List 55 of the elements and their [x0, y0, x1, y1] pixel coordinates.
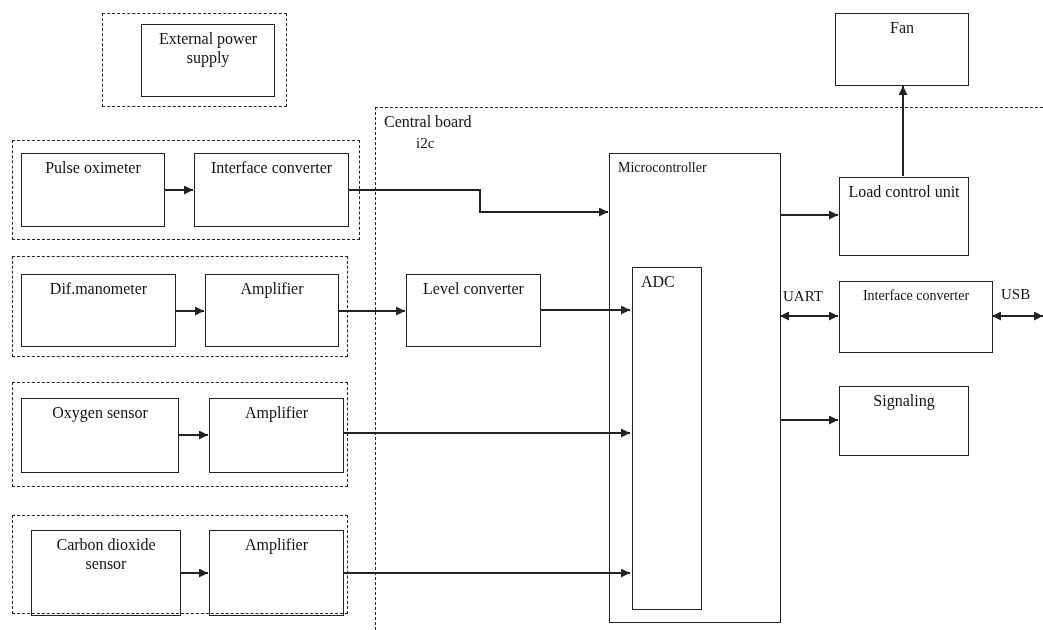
block-box: [21, 398, 179, 473]
block-label: Interface converter: [209, 158, 334, 177]
block-box: [21, 153, 165, 227]
arrow: [347, 189, 609, 217]
dashed-group-frame: [12, 382, 348, 487]
block-box: [205, 274, 339, 347]
block-label: Amplifier: [243, 403, 310, 422]
arrow: [337, 306, 406, 316]
dashed-group-frame: [12, 256, 348, 357]
arrow: [779, 210, 839, 220]
edge-label: UART: [782, 288, 824, 304]
arrow: [342, 568, 631, 578]
block-label: Amplifier: [243, 535, 310, 554]
block-label: Amplifier: [239, 279, 305, 298]
block-label: External power supply: [157, 29, 259, 67]
block-box: [209, 398, 344, 473]
block-box: [406, 274, 541, 347]
arrow: [163, 185, 194, 195]
arrow: [779, 415, 839, 425]
dashed-group-frame: [12, 515, 348, 614]
block-label: Dif.manometer: [48, 279, 149, 298]
arrow: [779, 311, 839, 321]
block-box: [839, 177, 969, 256]
block-box: [835, 13, 969, 86]
block-label: Fan: [889, 18, 915, 37]
arrow: [342, 428, 631, 438]
dashed-group-frame: [102, 13, 287, 107]
block-box: [609, 153, 781, 623]
arrow: [898, 85, 908, 177]
edge-label: i2c: [415, 135, 436, 151]
block-box: [839, 386, 969, 456]
block-label: Carbon dioxide sensor: [55, 535, 157, 573]
block-label: ADC: [641, 272, 675, 291]
block-box: [21, 274, 176, 347]
block-box: [209, 530, 344, 616]
arrow: [174, 306, 205, 316]
block-label: Central board: [384, 112, 472, 131]
block-box: [194, 153, 349, 227]
block-box: [141, 24, 275, 97]
arrow: [539, 305, 631, 315]
block-box: [31, 530, 181, 616]
edge-label: USB: [1000, 286, 1032, 302]
arrow: [179, 568, 209, 578]
block-label: Interface converter: [861, 287, 971, 305]
block-label: Microcontroller: [618, 159, 707, 177]
block-box: [839, 281, 993, 353]
block-label: Load control unit: [847, 182, 961, 201]
block-box: [632, 267, 702, 610]
dashed-group-frame: [12, 140, 360, 240]
block-label: Signaling: [872, 391, 936, 410]
arrow: [177, 430, 209, 440]
block-label: Level converter: [422, 279, 525, 298]
block-label: Oxygen sensor: [51, 403, 149, 422]
arrow: [991, 311, 1043, 321]
block-label: Pulse oximeter: [44, 158, 142, 177]
